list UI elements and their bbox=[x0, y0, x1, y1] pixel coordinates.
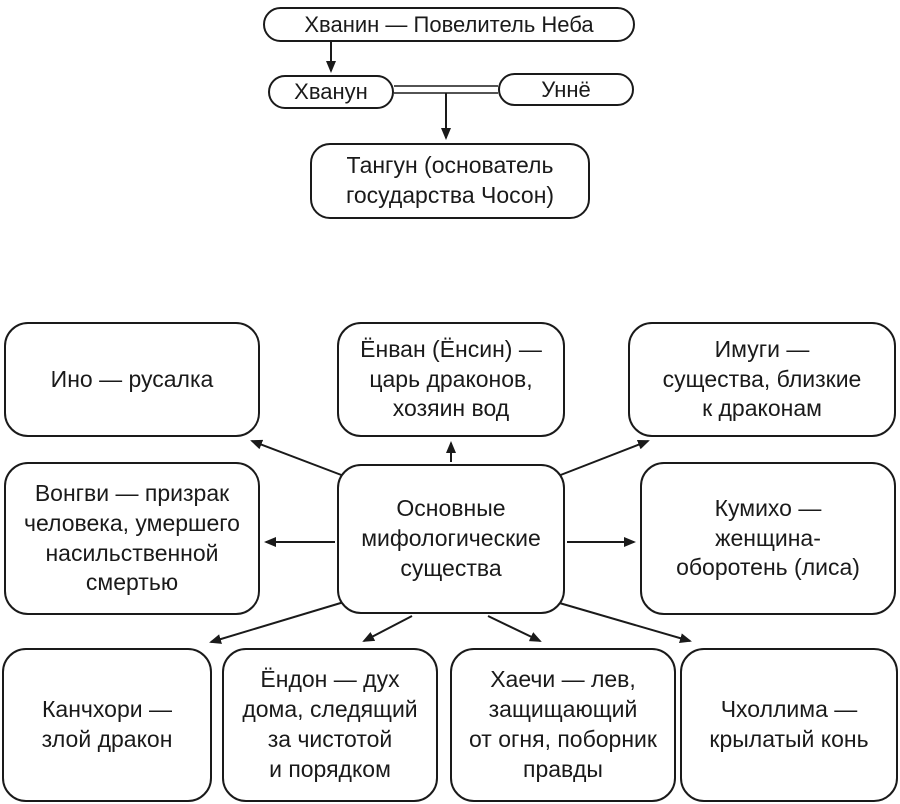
node-hwanin: Хванин — Повелитель Неба bbox=[263, 7, 635, 42]
node-wongwi: Вонгви — призрак человека, умершего наси… bbox=[4, 462, 260, 615]
arrow-center-to-yondon bbox=[362, 615, 413, 642]
node-haechi-label: Хаечи — лев, защищающий от огня, поборни… bbox=[469, 666, 657, 782]
node-hwanun-label: Хванун bbox=[294, 79, 368, 105]
node-center-label: Основные мифологические существа bbox=[361, 495, 541, 581]
arrow-center-to-ino bbox=[250, 439, 345, 477]
node-yondon: Ёндон — дух дома, следящий за чистотой и… bbox=[222, 648, 438, 802]
node-center-main-creatures: Основные мифологические существа bbox=[337, 464, 565, 614]
node-tangun-label: Тангун (основатель государства Чосон) bbox=[345, 152, 555, 208]
node-hwanun: Хванун bbox=[268, 75, 394, 109]
node-haechi: Хаечи — лев, защищающий от огня, поборни… bbox=[450, 648, 676, 802]
node-chollima-label: Чхоллима — крылатый конь bbox=[709, 696, 869, 752]
node-yondon-label: Ёндон — дух дома, следящий за чистотой и… bbox=[242, 666, 418, 782]
node-kumiho-label: Кумихо — женщина- оборотень (лиса) bbox=[676, 494, 860, 581]
node-kanchhori: Канчхори — злой дракон bbox=[2, 648, 212, 802]
node-yongwang: Ёнван (Ёнсин) — царь драконов, хозяин во… bbox=[337, 322, 565, 437]
arrow-center-to-haechi bbox=[487, 615, 542, 642]
node-unnyo: Уннё bbox=[498, 73, 634, 106]
node-kumiho: Кумихо — женщина- оборотень (лиса) bbox=[640, 462, 896, 615]
node-kanchhori-label: Канчхори — злой дракон bbox=[41, 696, 173, 752]
node-imugi: Имуги — существа, близкие к драконам bbox=[628, 322, 896, 437]
node-ino: Ино — русалка bbox=[4, 322, 260, 437]
node-chollima: Чхоллима — крылатый конь bbox=[680, 648, 898, 802]
node-ino-label: Ино — русалка bbox=[50, 365, 214, 392]
node-imugi-label: Имуги — существа, близкие к драконам bbox=[662, 335, 862, 422]
node-wongwi-label: Вонгви — призрак человека, умершего наси… bbox=[24, 479, 240, 596]
node-yongwang-label: Ёнван (Ёнсин) — царь драконов, хозяин во… bbox=[360, 335, 542, 422]
node-hwanin-label: Хванин — Повелитель Неба bbox=[304, 11, 594, 37]
node-unnyo-label: Уннё bbox=[541, 76, 591, 102]
arrow-center-to-imugi bbox=[557, 439, 650, 477]
node-tangun: Тангун (основатель государства Чосон) bbox=[310, 143, 590, 219]
